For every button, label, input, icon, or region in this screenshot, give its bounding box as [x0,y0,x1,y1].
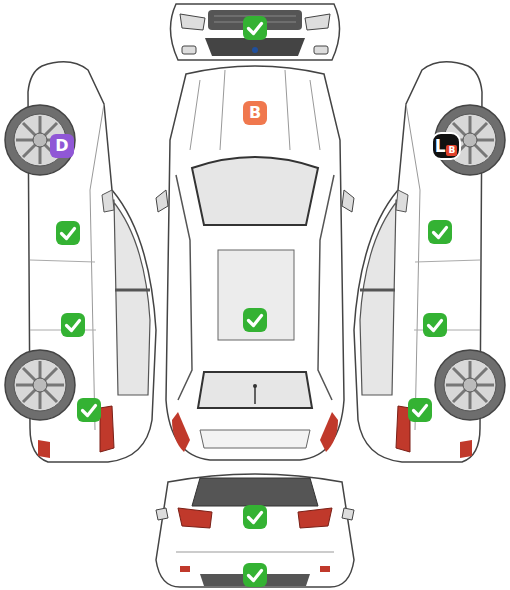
left-side-view [5,62,156,462]
badge-letter: D [55,138,68,154]
badge-letter: B [446,145,457,156]
badge-letter: B [249,105,261,121]
badge-letter: L [435,138,446,155]
hood-damage-badge: B [243,101,267,125]
front-view [170,4,339,60]
wheel-damage-badge: D [50,134,74,158]
right-side-view [354,62,505,462]
rear-view [156,474,354,587]
top-view [156,66,354,460]
wheel-damage-badge: LB [431,132,461,160]
check-mark [56,16,452,587]
